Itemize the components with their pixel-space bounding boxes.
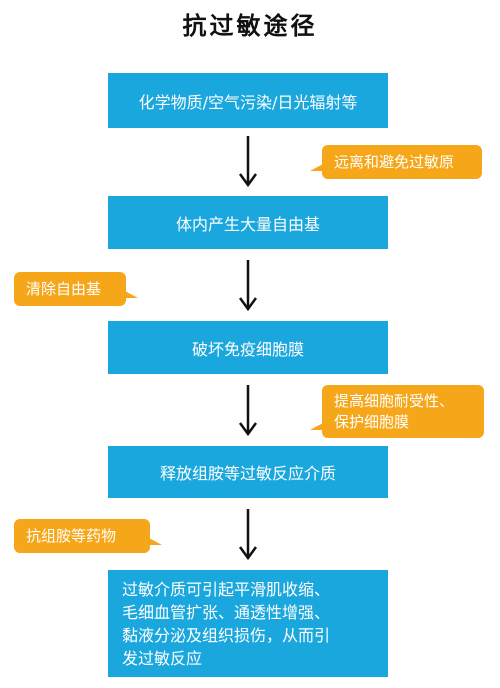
note-3-line-2: 保护细胞膜 xyxy=(334,412,410,431)
note-4-text: 抗组胺等药物 xyxy=(26,526,117,545)
step-5-line-4: 发过敏反应 xyxy=(122,648,203,668)
step-box-3: 破坏免疫细胞膜 xyxy=(108,321,388,374)
callout-tail xyxy=(149,538,162,545)
down-arrow-icon xyxy=(238,136,258,188)
note-callout-2: 清除自由基 xyxy=(14,272,138,306)
callout-tail xyxy=(310,423,323,430)
step-box-2: 体内产生大量自由基 xyxy=(108,196,388,249)
step-box-5: 过敏介质可引起平滑肌收缩、 毛细血管扩张、通透性增强、 黏液分泌及组织损伤，从而… xyxy=(108,570,388,677)
note-callout-1: 远离和避免过敏原 xyxy=(310,145,482,179)
step-5-line-3: 黏液分泌及组织损伤，从而引 xyxy=(122,625,331,645)
step-label-3: 破坏免疫细胞膜 xyxy=(191,339,304,359)
step-label-4: 释放组胺等过敏反应介质 xyxy=(159,464,336,483)
step-label-2: 体内产生大量自由基 xyxy=(175,214,320,234)
down-arrow-icon xyxy=(238,385,258,437)
callout-tail xyxy=(125,291,138,298)
step-5-line-1: 过敏介质可引起平滑肌收缩、 xyxy=(122,579,331,599)
diagram-title: 抗过敏途径 xyxy=(182,12,318,40)
down-arrow-icon xyxy=(238,509,258,561)
callout-tail xyxy=(310,164,323,171)
down-arrow-icon xyxy=(238,260,258,312)
step-5-line-2: 毛细血管扩张、通透性增强、 xyxy=(122,602,331,622)
note-3-line-1: 提高细胞耐受性、 xyxy=(334,391,455,410)
step-label-1: 化学物质/空气污染/日光辐射等 xyxy=(138,92,358,112)
note-callout-3: 提高细胞耐受性、 保护细胞膜 xyxy=(310,385,484,438)
step-box-4: 释放组胺等过敏反应介质 xyxy=(108,446,388,498)
note-2-text: 清除自由基 xyxy=(26,279,102,298)
note-1-text: 远离和避免过敏原 xyxy=(334,152,455,171)
note-callout-4: 抗组胺等药物 xyxy=(14,519,162,553)
step-box-1: 化学物质/空气污染/日光辐射等 xyxy=(108,73,388,128)
